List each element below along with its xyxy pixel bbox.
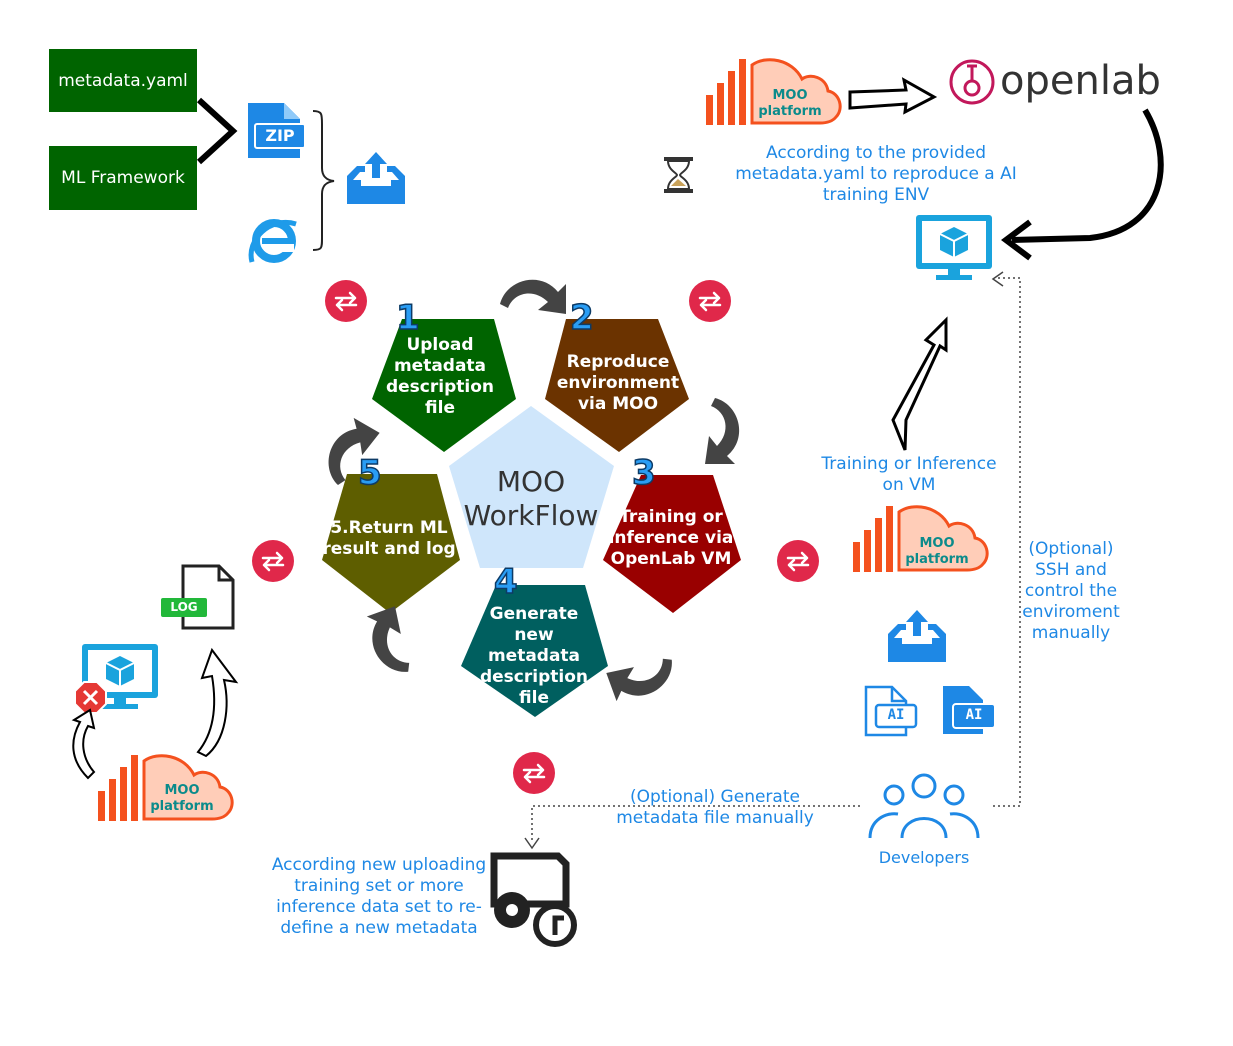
log-up-arrow — [196, 647, 239, 758]
zip-icon — [248, 103, 306, 158]
ssh-annotation: (Optional) SSH and control the enviromen… — [1022, 539, 1120, 643]
log-label: LOG — [170, 600, 198, 614]
brace — [312, 110, 335, 251]
training-vm-annotation: Training or Inference on VM — [821, 454, 997, 495]
developers-label: Developers — [878, 848, 970, 867]
step-5-label: 5.Return ML result and log — [322, 518, 456, 559]
openlab-to-vm-arrow — [1011, 108, 1164, 243]
openlab-text: openlab — [1000, 58, 1161, 104]
zip-label: ZIP — [265, 126, 295, 145]
ai-file-solid-icon — [943, 686, 996, 734]
step-3-number: 3 — [631, 452, 656, 494]
sync-icon-2 — [687, 278, 733, 324]
gear-file-icon — [490, 852, 577, 947]
sync-icon-4 — [511, 750, 557, 796]
hourglass-icon — [664, 157, 693, 193]
small-up-arrow — [71, 708, 96, 780]
ml-framework-label: ML Framework — [61, 168, 185, 188]
step-4-pentagon — [461, 585, 608, 717]
step-4-number: 4 — [493, 561, 518, 603]
training-up-arrow — [891, 316, 948, 451]
generate-dotted-line — [531, 805, 860, 842]
step-4-label: Generate new metadata description file — [479, 604, 588, 708]
step-2-number: 2 — [569, 297, 594, 339]
ml-framework-box: ML Framework — [49, 146, 197, 210]
new-upload-annotation: According new uploading training set or … — [271, 855, 487, 938]
center-pentagon — [449, 406, 614, 568]
upload-tray-icon — [347, 152, 405, 204]
step-5-number: 5 — [357, 452, 382, 494]
to-openlab-arrow — [848, 77, 938, 115]
curved-arrow-2-3 — [705, 398, 740, 464]
curved-arrow-1-2 — [500, 279, 566, 314]
step-1-number: 1 — [395, 297, 420, 339]
step-2-label: Reproduce environment via MOO — [556, 352, 680, 414]
curved-arrow-3-4 — [606, 650, 681, 706]
step-3-label: Training or inference via OpenLab VM — [608, 507, 734, 569]
curved-arrow-4-5 — [362, 606, 418, 681]
metadata-yaml-box: metadata.yaml — [49, 49, 197, 112]
step-1-pentagon — [372, 319, 516, 452]
metadata-yaml-label: metadata.yaml — [58, 70, 188, 91]
ai-file-outline-icon — [864, 685, 918, 737]
sync-icon-5 — [250, 538, 296, 584]
generate-manual-annotation: (Optional) Generate metadata file manual… — [616, 787, 814, 828]
ai-solid-label: AI — [965, 707, 983, 723]
step-3-pentagon — [603, 475, 741, 613]
step-5-pentagon — [322, 474, 460, 613]
sync-icon-3 — [775, 538, 821, 584]
merge-chevron — [196, 97, 238, 165]
step-2-pentagon — [545, 319, 689, 452]
developers-icon — [868, 773, 980, 839]
sync-icon-1 — [323, 278, 369, 324]
log-file-icon — [161, 564, 235, 630]
vm-monitor-top — [915, 214, 993, 281]
upload-tray-right-icon — [888, 610, 946, 662]
step-1-label: Upload metadata description file — [385, 335, 494, 418]
ie-icon — [248, 219, 297, 263]
openlab-logo — [949, 59, 995, 105]
ssh-dotted-line — [990, 277, 1021, 807]
reproduce-annotation: According to the provided metadata.yaml … — [735, 143, 1017, 205]
error-stop-icon — [74, 681, 107, 714]
ai-outline-label: AI — [887, 707, 905, 723]
center-title: MOO WorkFlow — [463, 465, 599, 532]
